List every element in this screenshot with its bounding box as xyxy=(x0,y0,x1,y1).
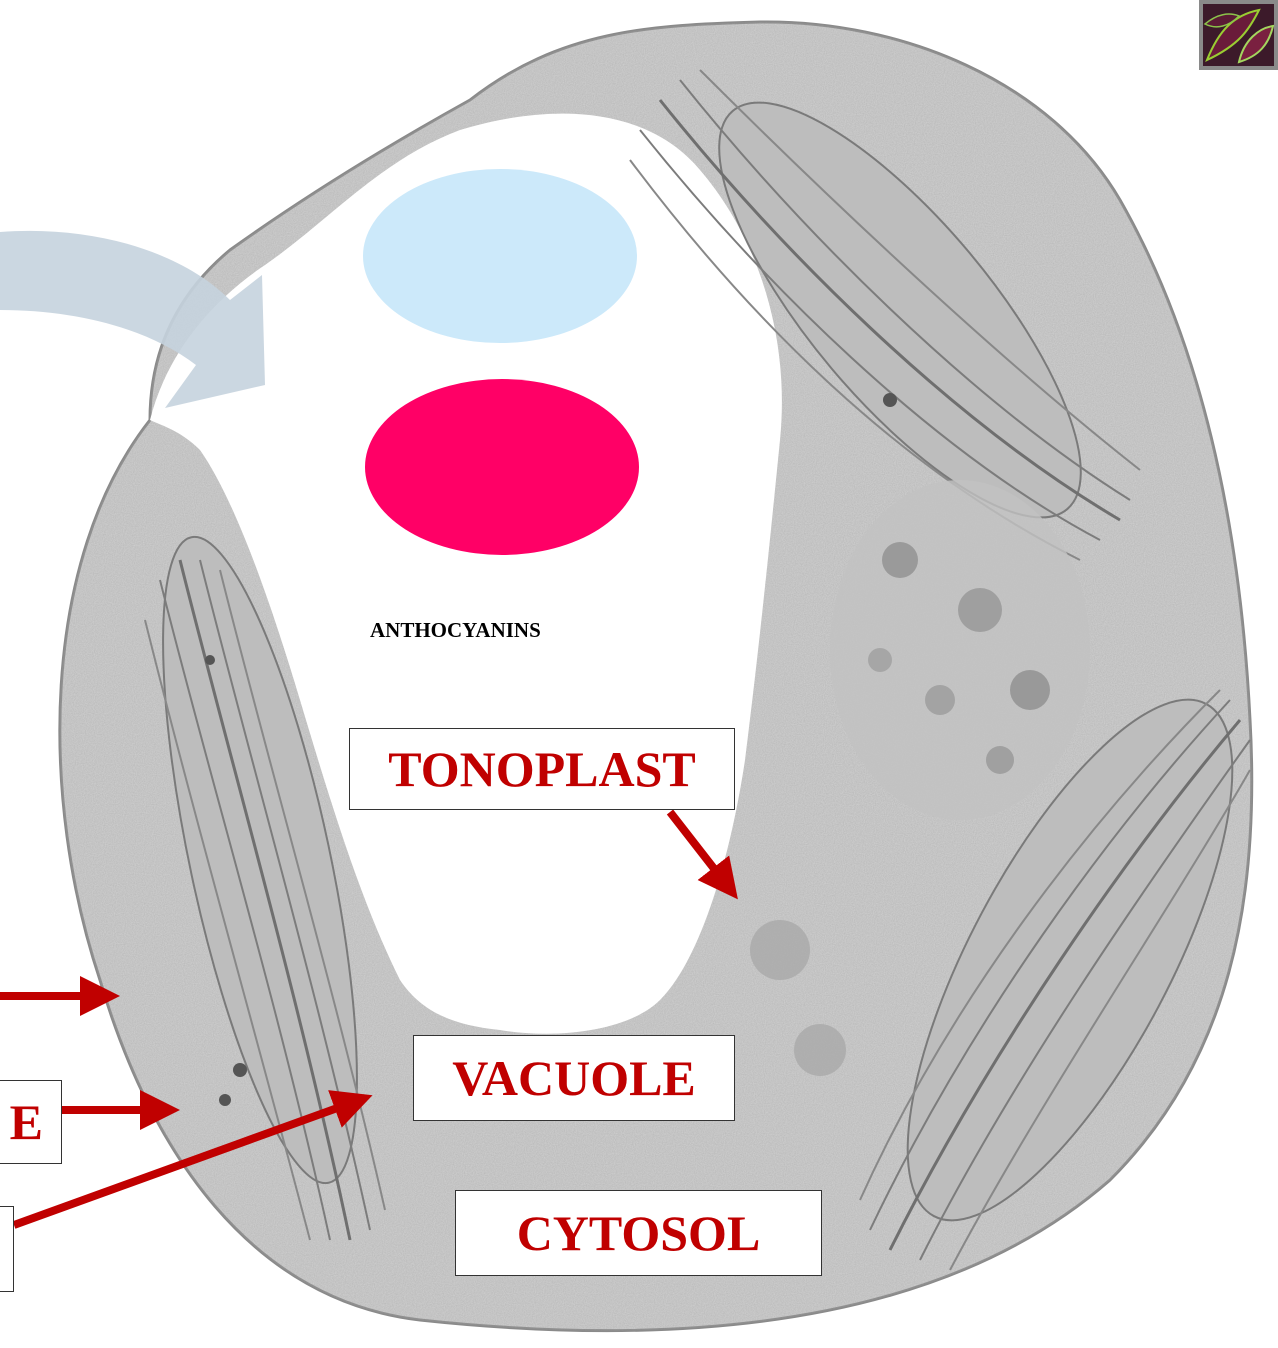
pigment-ellipse-blue xyxy=(363,169,637,343)
pigment-ellipse-magenta xyxy=(365,379,639,555)
partial-label-left-middle: E xyxy=(0,1080,62,1164)
partial-label-left-bottom xyxy=(0,1206,14,1292)
vacuole-label: VACUOLE xyxy=(413,1035,735,1121)
cell-body xyxy=(60,22,1278,1331)
anthocyanins-label: ANTHOCYANINS xyxy=(370,618,541,643)
tonoplast-label: TONOPLAST xyxy=(349,728,735,810)
cytosol-label: CYTOSOL xyxy=(455,1190,822,1276)
leaf-thumbnail-image xyxy=(1199,0,1278,70)
